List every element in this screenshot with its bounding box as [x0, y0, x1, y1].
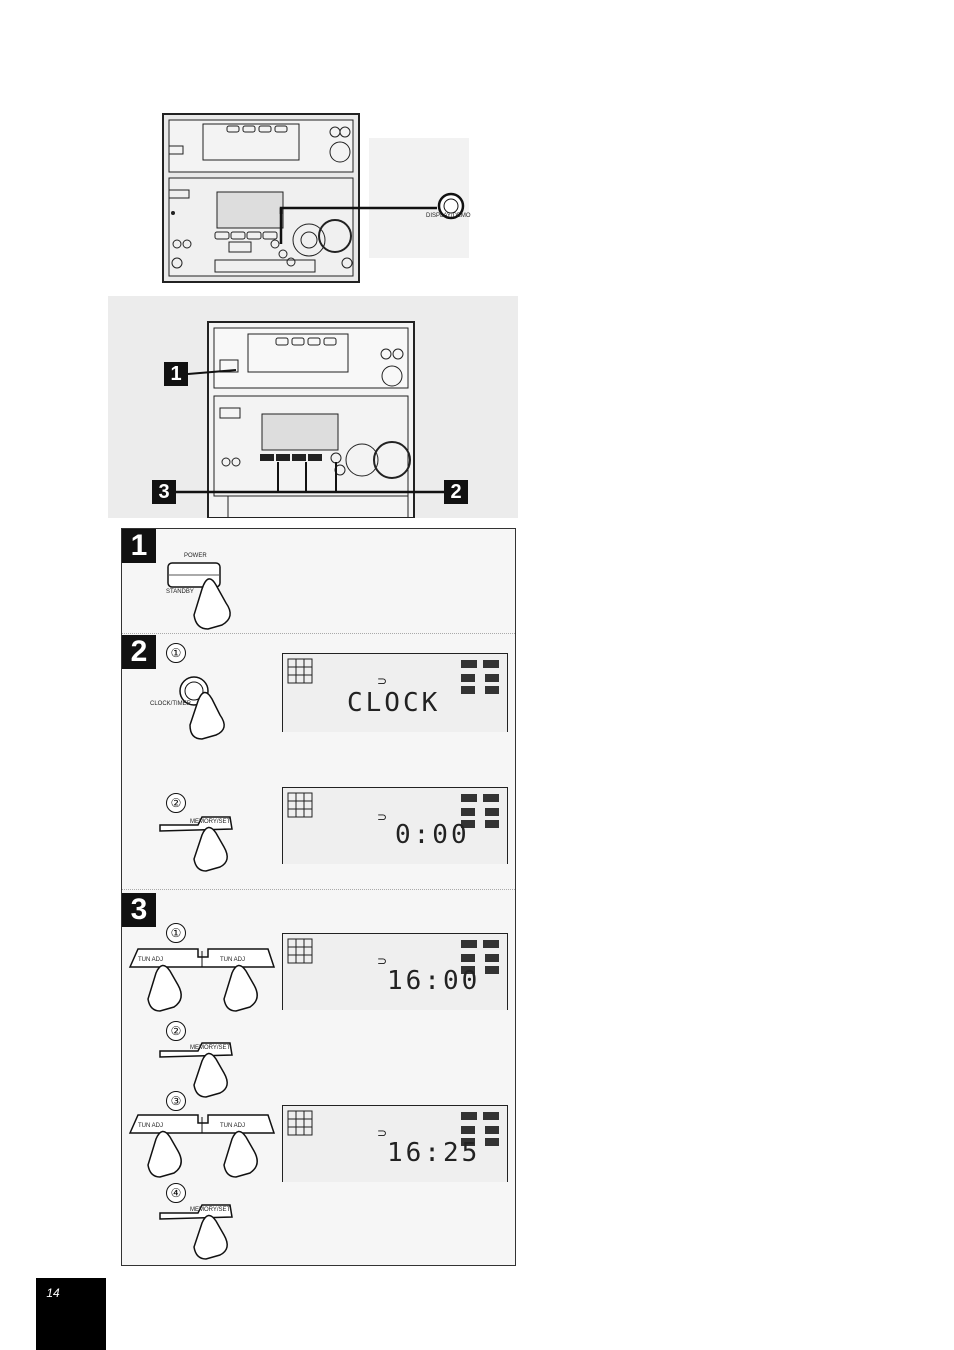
lcd-readout-time-1600: 16:00	[387, 966, 480, 996]
lcd-readout-time-1625: 16:25	[387, 1138, 480, 1168]
step-3-1-number: ①	[166, 923, 186, 943]
lcd-readout-clock: CLOCK	[347, 688, 440, 718]
memory-set-label: MEMORY/SET	[190, 819, 230, 826]
lcd-arrow-icon: ⊃	[377, 954, 387, 968]
lcd-mode-indicators-icon	[459, 658, 503, 698]
section-3-badge: 3	[122, 893, 156, 927]
tune-up-label: TUN ADJ	[220, 957, 245, 964]
lcd-grid-icon	[287, 1110, 313, 1136]
stereo-unit-top-illustration	[155, 108, 475, 288]
lcd-arrow-icon: ⊃	[377, 1126, 387, 1140]
section-divider	[122, 889, 515, 890]
steps-panel: 1 POWER STANDBY 2 ① CLOCK/TIMER ⊃ CLOCK …	[121, 528, 516, 1266]
tune-down-label: TUN ADJ	[138, 957, 163, 964]
step-2-1-number: ①	[166, 643, 186, 663]
callout-2: 2	[444, 480, 468, 504]
callout-3: 3	[152, 480, 176, 504]
power-button-icon	[166, 561, 246, 631]
lcd-arrow-icon: ⊃	[377, 674, 387, 688]
clock-timer-label: CLOCK/TIMER	[150, 701, 191, 708]
memory-set-label: MEMORY/SET	[190, 1207, 230, 1214]
step-3-3-number: ③	[166, 1091, 186, 1111]
section-1-badge: 1	[122, 529, 156, 563]
display-demo-button-label: DISPLAY/DEMO	[426, 213, 471, 220]
tuning-buttons-icon	[128, 1109, 278, 1183]
lcd-arrow-icon: ⊃	[377, 810, 387, 824]
step-2-2-number: ②	[166, 793, 186, 813]
tune-up-label: TUN ADJ	[220, 1123, 245, 1130]
lcd-grid-icon	[287, 792, 313, 818]
step-3-2-number: ②	[166, 1021, 186, 1041]
section-2-badge: 2	[122, 635, 156, 669]
memory-set-label: MEMORY/SET	[190, 1045, 230, 1052]
lcd-readout-time-zero: 0:00	[395, 820, 470, 850]
standby-label: STANDBY	[166, 589, 194, 596]
page-number: 14	[28, 1286, 78, 1300]
section-divider	[122, 633, 515, 634]
callout-1: 1	[164, 362, 188, 386]
lcd-display-clock: ⊃ CLOCK	[282, 653, 508, 732]
tuning-buttons-icon	[128, 943, 278, 1017]
lcd-grid-icon	[287, 938, 313, 964]
lcd-display-time-zero: ⊃ 0:00	[282, 787, 508, 864]
lcd-grid-icon	[287, 658, 313, 684]
lcd-display-time-1600: ⊃ 16:00	[282, 933, 508, 1010]
step-3-4-number: ④	[166, 1183, 186, 1203]
tune-down-label: TUN ADJ	[138, 1123, 163, 1130]
lcd-display-time-1625: ⊃ 16:25	[282, 1105, 508, 1182]
power-label: POWER	[184, 553, 207, 560]
